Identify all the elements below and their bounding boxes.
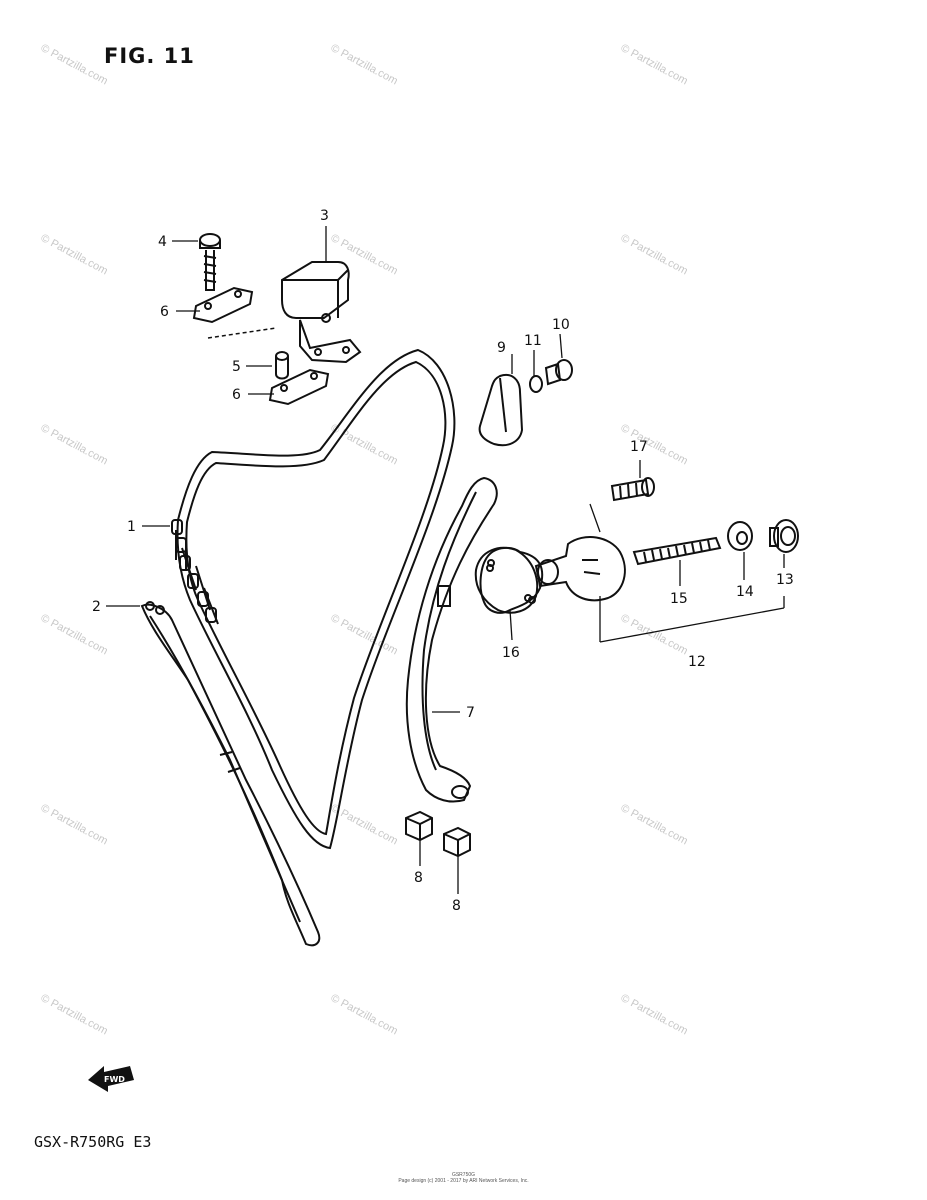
guide-cushion <box>275 351 289 380</box>
watermark: © Partzilla.com <box>329 612 400 657</box>
callout-16: 16 <box>502 645 520 661</box>
callout-3: 3 <box>320 208 329 224</box>
tensioner-bolt <box>610 477 655 502</box>
callout-15: 15 <box>670 591 688 607</box>
chain-guide-no3 <box>478 374 524 447</box>
watermark: © Partzilla.com <box>329 42 400 87</box>
guide-plate-upper <box>192 286 254 324</box>
cam-chain-guide-front <box>140 601 321 947</box>
watermark: © Partzilla.com <box>619 42 690 87</box>
callout-17: 17 <box>630 439 648 455</box>
watermark: © Partzilla.com <box>39 802 110 847</box>
tensioner-cap-bolt <box>769 519 799 553</box>
guide-washer-no3 <box>529 375 543 393</box>
cam-chain <box>171 348 456 850</box>
callout-4: 4 <box>158 234 167 250</box>
callout-1: 1 <box>127 519 136 535</box>
assembly-line <box>207 327 277 339</box>
callout-13: 13 <box>776 572 794 588</box>
footer-copyright: Page design (c) 2001 - 2017 by ARI Netwo… <box>398 1178 529 1184</box>
callout-5: 5 <box>232 359 241 375</box>
callout-6-upper: 6 <box>160 304 169 320</box>
forward-arrow-icon: FWD <box>88 1066 134 1092</box>
callout-6-lower: 6 <box>232 387 241 403</box>
callout-9: 9 <box>497 340 506 356</box>
guide-bolt-no3 <box>544 359 573 386</box>
watermark: © Partzilla.com <box>619 802 690 847</box>
chain-guide-cushion <box>443 826 471 858</box>
model-code: GSX-R750RG E3 <box>34 1133 152 1151</box>
watermark: © Partzilla.com <box>39 42 110 87</box>
watermark: © Partzilla.com <box>39 992 110 1037</box>
cam-chain-guide-top <box>281 261 362 364</box>
watermark: © Partzilla.com <box>329 232 400 277</box>
leader-lines <box>106 226 785 894</box>
watermark-group: © Partzilla.com © Partzilla.com © Partzi… <box>39 42 690 1037</box>
watermark: © Partzilla.com <box>329 992 400 1037</box>
callout-12: 12 <box>688 654 706 670</box>
callout-11: 11 <box>524 333 542 349</box>
watermark: © Partzilla.com <box>619 232 690 277</box>
callout-8-right: 8 <box>452 898 461 914</box>
callout-8-left: 8 <box>414 870 423 886</box>
callout-7: 7 <box>466 705 475 721</box>
callout-labels: 1 2 3 4 5 6 6 7 8 8 9 10 11 12 13 14 15 … <box>92 208 794 914</box>
callout-14: 14 <box>736 584 754 600</box>
chain-guide-cushion <box>405 810 433 842</box>
watermark: © Partzilla.com <box>619 992 690 1037</box>
watermark: © Partzilla.com <box>39 422 110 467</box>
watermark: © Partzilla.com <box>329 422 400 467</box>
watermark: © Partzilla.com <box>39 232 110 277</box>
callout-10: 10 <box>552 317 570 333</box>
guide-plate-lower <box>268 368 330 406</box>
tensioner-washer <box>727 521 753 551</box>
callout-2: 2 <box>92 599 101 615</box>
fwd-label: FWD <box>104 1075 125 1084</box>
watermark: © Partzilla.com <box>39 612 110 657</box>
cam-chain-guide-rear <box>405 476 498 803</box>
footer-code: GSR750G <box>451 1172 476 1178</box>
watermark: © Partzilla.com <box>619 612 690 657</box>
tensioner-gasket <box>474 546 539 614</box>
guide-bolt <box>199 233 221 291</box>
figure-title: FIG. 11 <box>104 44 195 68</box>
